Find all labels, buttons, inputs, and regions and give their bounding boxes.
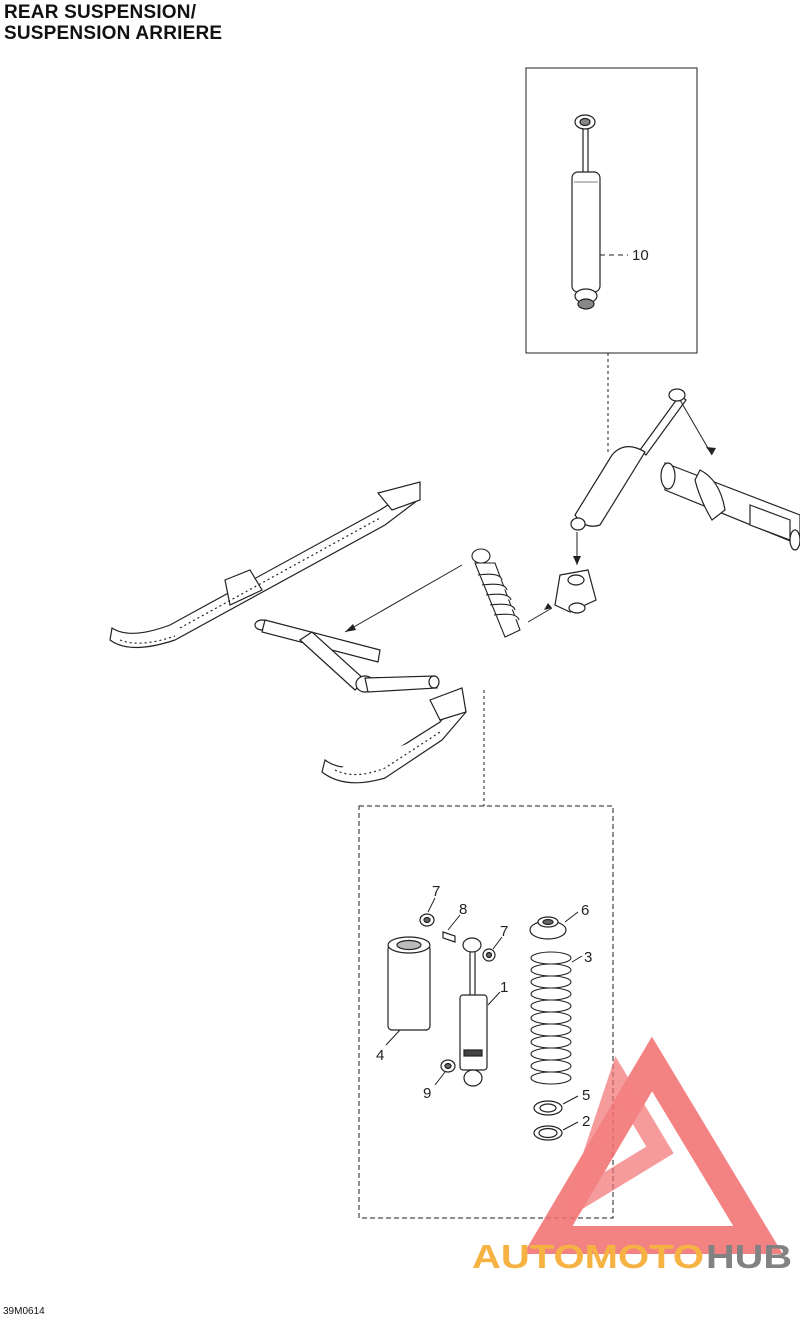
bushing-part-7-right [482,948,496,962]
title-line-2: SUSPENSION ARRIERE [4,23,223,44]
spring-seat-part-6 [529,916,567,940]
page-title: REAR SUSPENSION/ SUSPENSION ARRIERE [4,2,222,44]
washer-part-2 [533,1125,563,1141]
lower-bracket [554,569,597,614]
callout-4: 4 [376,1047,384,1064]
callout-6: 6 [581,902,589,919]
cross-shaft-assembly [660,462,800,551]
coil-spring-part-3 [530,951,572,1085]
watermark-text-automoto: AUTOMOTO [472,1238,704,1275]
washer-part-5 [533,1100,563,1116]
front-arm-shock [570,388,687,531]
sleeve-part-8 [442,931,456,943]
callout-3: 3 [584,949,592,966]
title-line-1: REAR SUSPENSION/ [4,2,197,23]
callout-9: 9 [423,1085,431,1102]
callout-7-right: 7 [500,923,508,940]
watermark-logo: AUTOMOTO HUB [472,1036,792,1275]
coil-over-shock-main [471,548,521,638]
watermark-text-hub: HUB [706,1238,792,1275]
bushing-part-7-upper [419,913,435,927]
detail-box-upper [525,67,698,354]
callout-8: 8 [459,901,467,918]
callout-2: 2 [582,1113,590,1130]
diagram-code: 39M0614 [3,1306,45,1317]
callout-5: 5 [582,1087,590,1104]
bushing-part-9 [440,1059,456,1073]
rear-suspension-arm [254,619,440,693]
detail-box-lower [358,805,614,1219]
callout-10: 10 [632,247,649,264]
callout-1: 1 [500,979,508,996]
slide-rail-upper [109,481,421,649]
callout-7-upper: 7 [432,883,440,900]
shock-absorber-part-10 [571,114,601,310]
shock-body-part-1 [459,937,488,1087]
slide-rail-lower [321,687,467,784]
dust-boot-part-4 [387,936,431,1031]
